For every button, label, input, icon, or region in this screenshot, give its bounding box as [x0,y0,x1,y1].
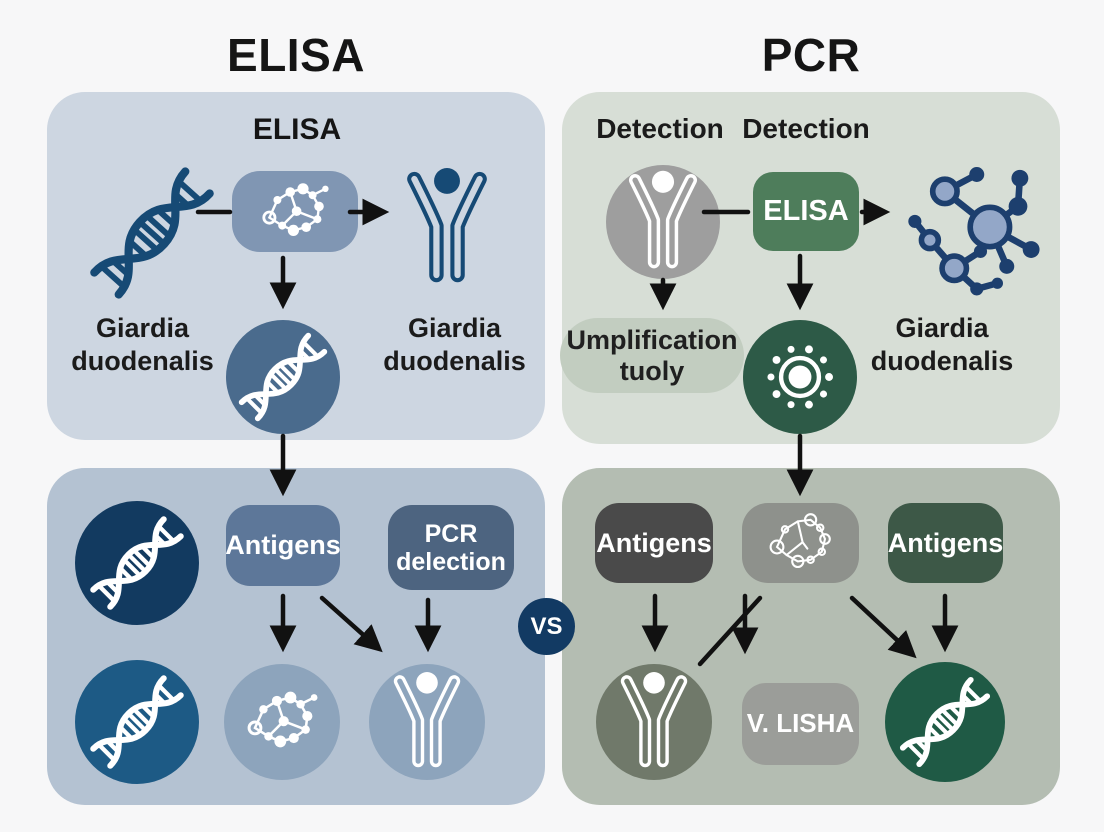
dna-sample-circle [226,320,340,434]
pcr-column-title: PCR [761,29,861,81]
antigens-box-green: Antigens [888,503,1003,583]
pcr-detection-box: PCR delection [388,505,514,590]
dna-icon [75,660,199,784]
molecule-box-gray [742,503,859,583]
molecule-circle [224,664,340,780]
detection-label-left: Detection [596,113,724,144]
dna-circle-blue [75,660,199,784]
detection-label-right: Detection [742,113,870,144]
molecule-icon [239,684,325,760]
antigens-box-elisa: Antigens [225,505,341,586]
antibody-icon [387,668,467,776]
antibody-circle-green [596,664,712,780]
antibody-icon [622,166,704,278]
antibody-circle-blue [369,664,485,780]
sunburst-icon [756,333,844,421]
vlisha-box: V. LISHA [742,683,859,765]
network-icon [898,152,1048,302]
dna-icon [75,501,199,625]
caption-giardia-left: Giardia duodenalis [71,313,214,376]
elisa-column-title: ELISA [227,29,365,81]
elisa-panel-heading: ELISA [252,113,342,146]
dna-circle-navy [75,501,199,625]
antibody-icon [614,668,694,776]
dna-circle-darkgreen [885,662,1005,782]
elisa-green-box: ELISA [753,172,859,251]
assay-molecule-box [232,171,358,252]
dna-icon [885,662,1005,782]
molecule-icon [248,176,342,248]
antigens-box-dark: Antigens [595,503,713,583]
vs-badge: VS [518,598,575,655]
caption-giardia-pcr: Giardia duodenalis [870,313,1014,376]
amplification-pill: Umplification tuoly [560,318,744,393]
antibody-icon [399,162,495,294]
molecule-outline-icon [755,507,847,579]
antibody-circle-gray [606,165,720,279]
caption-giardia-right: Giardia duodenalis [383,313,526,376]
amplification-circle [743,320,857,434]
